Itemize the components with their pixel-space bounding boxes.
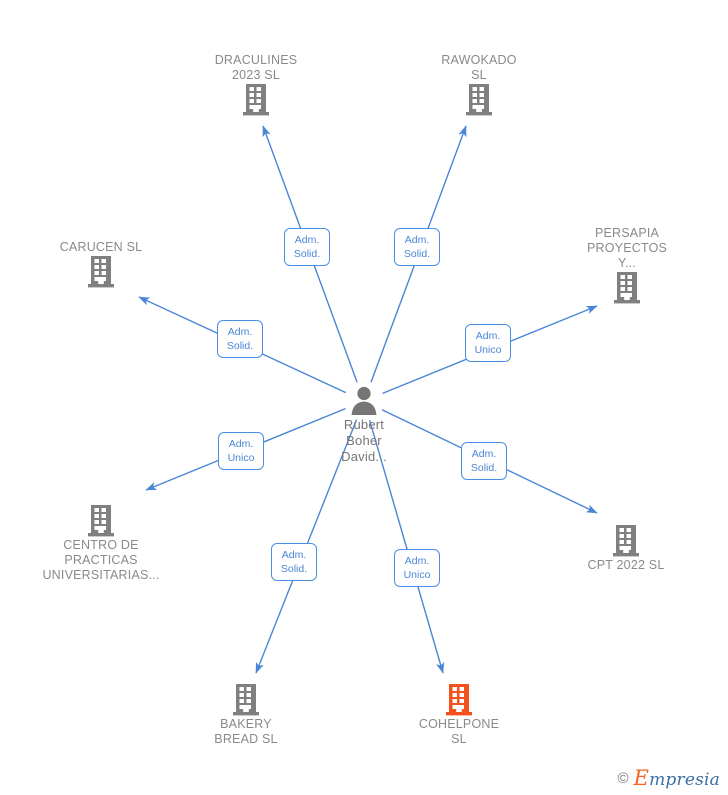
node-label: DRACULINES 2023 SL <box>214 53 298 82</box>
watermark: © Empresia <box>618 768 720 789</box>
graph-node[interactable]: CENTRO DE PRACTICAS UNIVERSITARIAS... <box>21 501 181 583</box>
building-icon <box>446 684 472 716</box>
node-label: CARUCEN SL <box>59 240 143 254</box>
graph-node[interactable]: PERSAPIA PROYECTOS Y... <box>547 224 707 305</box>
node-label: Rubert Boher David... <box>341 417 387 464</box>
edge-relation-label[interactable]: Adm. Solid. <box>271 543 317 581</box>
edge-relation-label[interactable]: Adm. Unico <box>465 324 511 362</box>
building-icon <box>88 505 114 537</box>
edge-relation-label[interactable]: Adm. Unico <box>394 549 440 587</box>
brand-initial: E <box>633 766 650 790</box>
building-icon <box>88 256 114 288</box>
node-label: COHELPONE SL <box>418 717 500 746</box>
node-label: PERSAPIA PROYECTOS Y... <box>586 226 668 270</box>
node-label: CPT 2022 SL <box>587 558 665 572</box>
building-icon <box>233 684 259 716</box>
node-label: RAWOKADO SL <box>441 53 517 82</box>
node-label: CENTRO DE PRACTICAS UNIVERSITARIAS... <box>42 538 160 582</box>
building-icon <box>466 84 492 116</box>
copyright-symbol: © <box>617 770 629 787</box>
edge-relation-label[interactable]: Adm. Solid. <box>461 442 507 480</box>
empresia-logo: Empresia <box>634 768 720 789</box>
edge-relation-label[interactable]: Adm. Solid. <box>217 320 263 358</box>
edge-relation-label[interactable]: Adm. Solid. <box>394 228 440 266</box>
edge-relation-label[interactable]: Adm. Solid. <box>284 228 330 266</box>
graph-node[interactable]: CARUCEN SL <box>21 238 181 289</box>
brand-rest: mpresia <box>649 770 720 790</box>
graph-node[interactable]: RAWOKADO SL <box>399 51 559 117</box>
node-label: BAKERY BREAD SL <box>214 717 278 746</box>
edge-relation-label[interactable]: Adm. Unico <box>218 432 264 470</box>
building-icon <box>243 84 269 116</box>
graph-node[interactable]: COHELPONE SL <box>379 680 539 747</box>
graph-node[interactable]: BAKERY BREAD SL <box>166 680 326 747</box>
graph-node[interactable]: CPT 2022 SL <box>546 521 706 573</box>
graph-node[interactable]: DRACULINES 2023 SL <box>176 51 336 117</box>
building-icon <box>613 525 639 557</box>
person-icon <box>351 386 377 415</box>
graph-node-center[interactable]: Rubert Boher David... <box>284 385 444 465</box>
building-icon <box>614 272 640 304</box>
